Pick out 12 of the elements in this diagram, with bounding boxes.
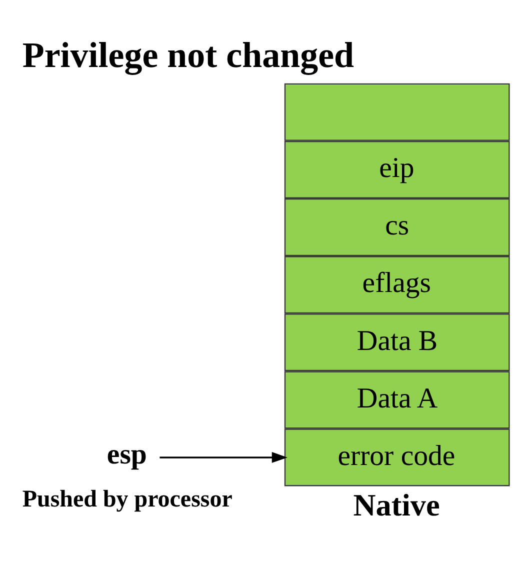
node-box: cs [284,198,510,256]
label: Pushed by processor [22,486,232,513]
node-box [284,83,510,141]
label: Native [353,487,440,522]
node-box: Data B [284,314,510,372]
node-box: error code [284,428,510,486]
node-box: eflags [284,256,510,314]
node-box: Data A [284,371,510,429]
node-text: esp [106,438,147,471]
diagram-title: Privilege not changed [22,35,354,76]
arrow [160,452,288,463]
node-box: eip [284,140,510,198]
